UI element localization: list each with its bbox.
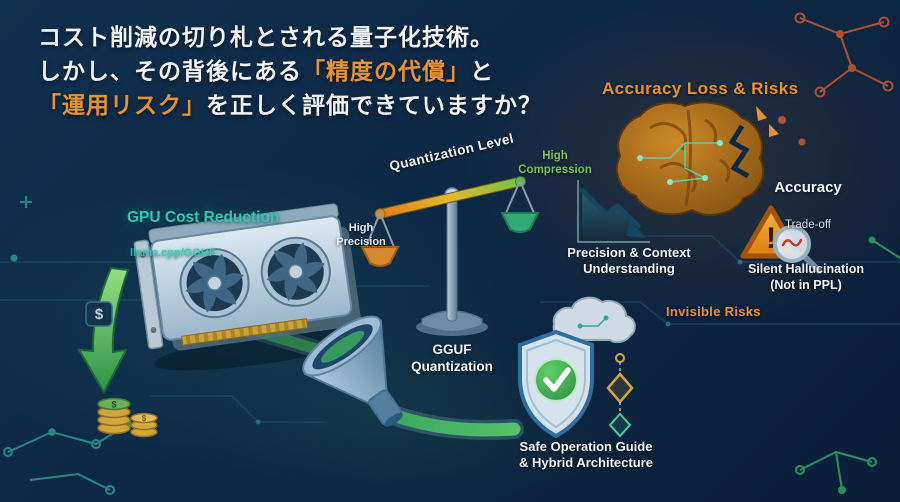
flow-ribbon-out <box>380 404 524 440</box>
brain-icon <box>615 101 779 216</box>
high-precision-label: High Precision <box>336 222 386 248</box>
balance-scale-icon <box>360 175 540 336</box>
dollar-sign: $ <box>95 306 104 323</box>
invisible-risks-label: Invisible Risks <box>666 304 761 319</box>
flowchart-icon <box>606 353 634 438</box>
scale-pan-right <box>500 180 540 233</box>
magnifier-icon <box>773 225 822 274</box>
molecule-teal-icon <box>3 196 132 495</box>
headline-line-2: しかし、その背後にある「精度の代償」と <box>38 54 618 88</box>
coins-icon: $ $ <box>97 397 158 438</box>
gpu-fan-icon <box>260 236 331 307</box>
crack-bolt-icon <box>756 106 779 137</box>
safe-operation-label: Safe Operation Guide & Hybrid Architectu… <box>519 439 653 471</box>
headline-highlight-operation-risk: 「運用リスク」 <box>38 92 206 118</box>
coin-dollar-sign: $ <box>142 414 147 423</box>
precision-context-label: Precision & Context Understanding <box>567 245 691 277</box>
headline-text: を正しく評価できていますか？ <box>206 92 542 118</box>
headline-line-3: 「運用リスク」を正しく評価できていますか？ <box>38 88 618 122</box>
headline-line-1: コスト削減の切り札とされる量子化技術。 <box>38 20 618 54</box>
coin-dollar-sign: $ <box>111 400 116 410</box>
gpu-cost-reduction-label: GPU Cost Reduction llama.cpp/GGUF <box>127 188 279 281</box>
accuracy-tradeoff-title: Accuracy <box>774 179 842 196</box>
accuracy-tradeoff-sub: Trade-off <box>784 218 832 231</box>
dollar-badge-icon: $ <box>85 301 113 327</box>
gpu-fan-icon <box>179 248 250 319</box>
headline-text: と <box>470 58 494 84</box>
cloud-icon <box>552 296 636 344</box>
scale-pan-left <box>360 212 400 267</box>
gguf-quantization-label: GGUF Quantization <box>411 342 493 374</box>
gpu-cost-subtitle: llama.cpp/GGUF <box>130 247 216 260</box>
brain-circuit-overlay <box>640 142 720 183</box>
molecule-orange-icon <box>778 12 894 146</box>
headline-text: コスト削減の切り札とされる量子化技術。 <box>38 24 494 50</box>
down-arrow-icon: $ <box>77 266 130 395</box>
headline-highlight-accuracy-cost: 「精度の代償」 <box>302 58 470 84</box>
accuracy-tradeoff-label: Accuracy Trade-off <box>752 159 864 252</box>
headline: コスト削減の切り札とされる量子化技術。 しかし、その背後にある「精度の代償」と … <box>38 20 618 122</box>
accuracy-loss-risks-label: Accuracy Loss & Risks <box>602 79 799 98</box>
high-compression-label: High Compression <box>518 150 592 177</box>
shield-check-icon <box>518 329 594 439</box>
molecule-green-icon <box>795 236 900 494</box>
silent-hallucination-label: Silent Hallucination (Not in PPL) <box>748 262 864 292</box>
funnel-icon <box>302 315 403 427</box>
declining-chart-icon <box>577 180 650 243</box>
gpu-card-icon <box>133 203 369 371</box>
warning-exclamation: ! <box>766 222 776 255</box>
headline-text: しかし、その背後にある <box>38 58 302 84</box>
gpu-cost-title: GPU Cost Reduction <box>127 209 280 226</box>
